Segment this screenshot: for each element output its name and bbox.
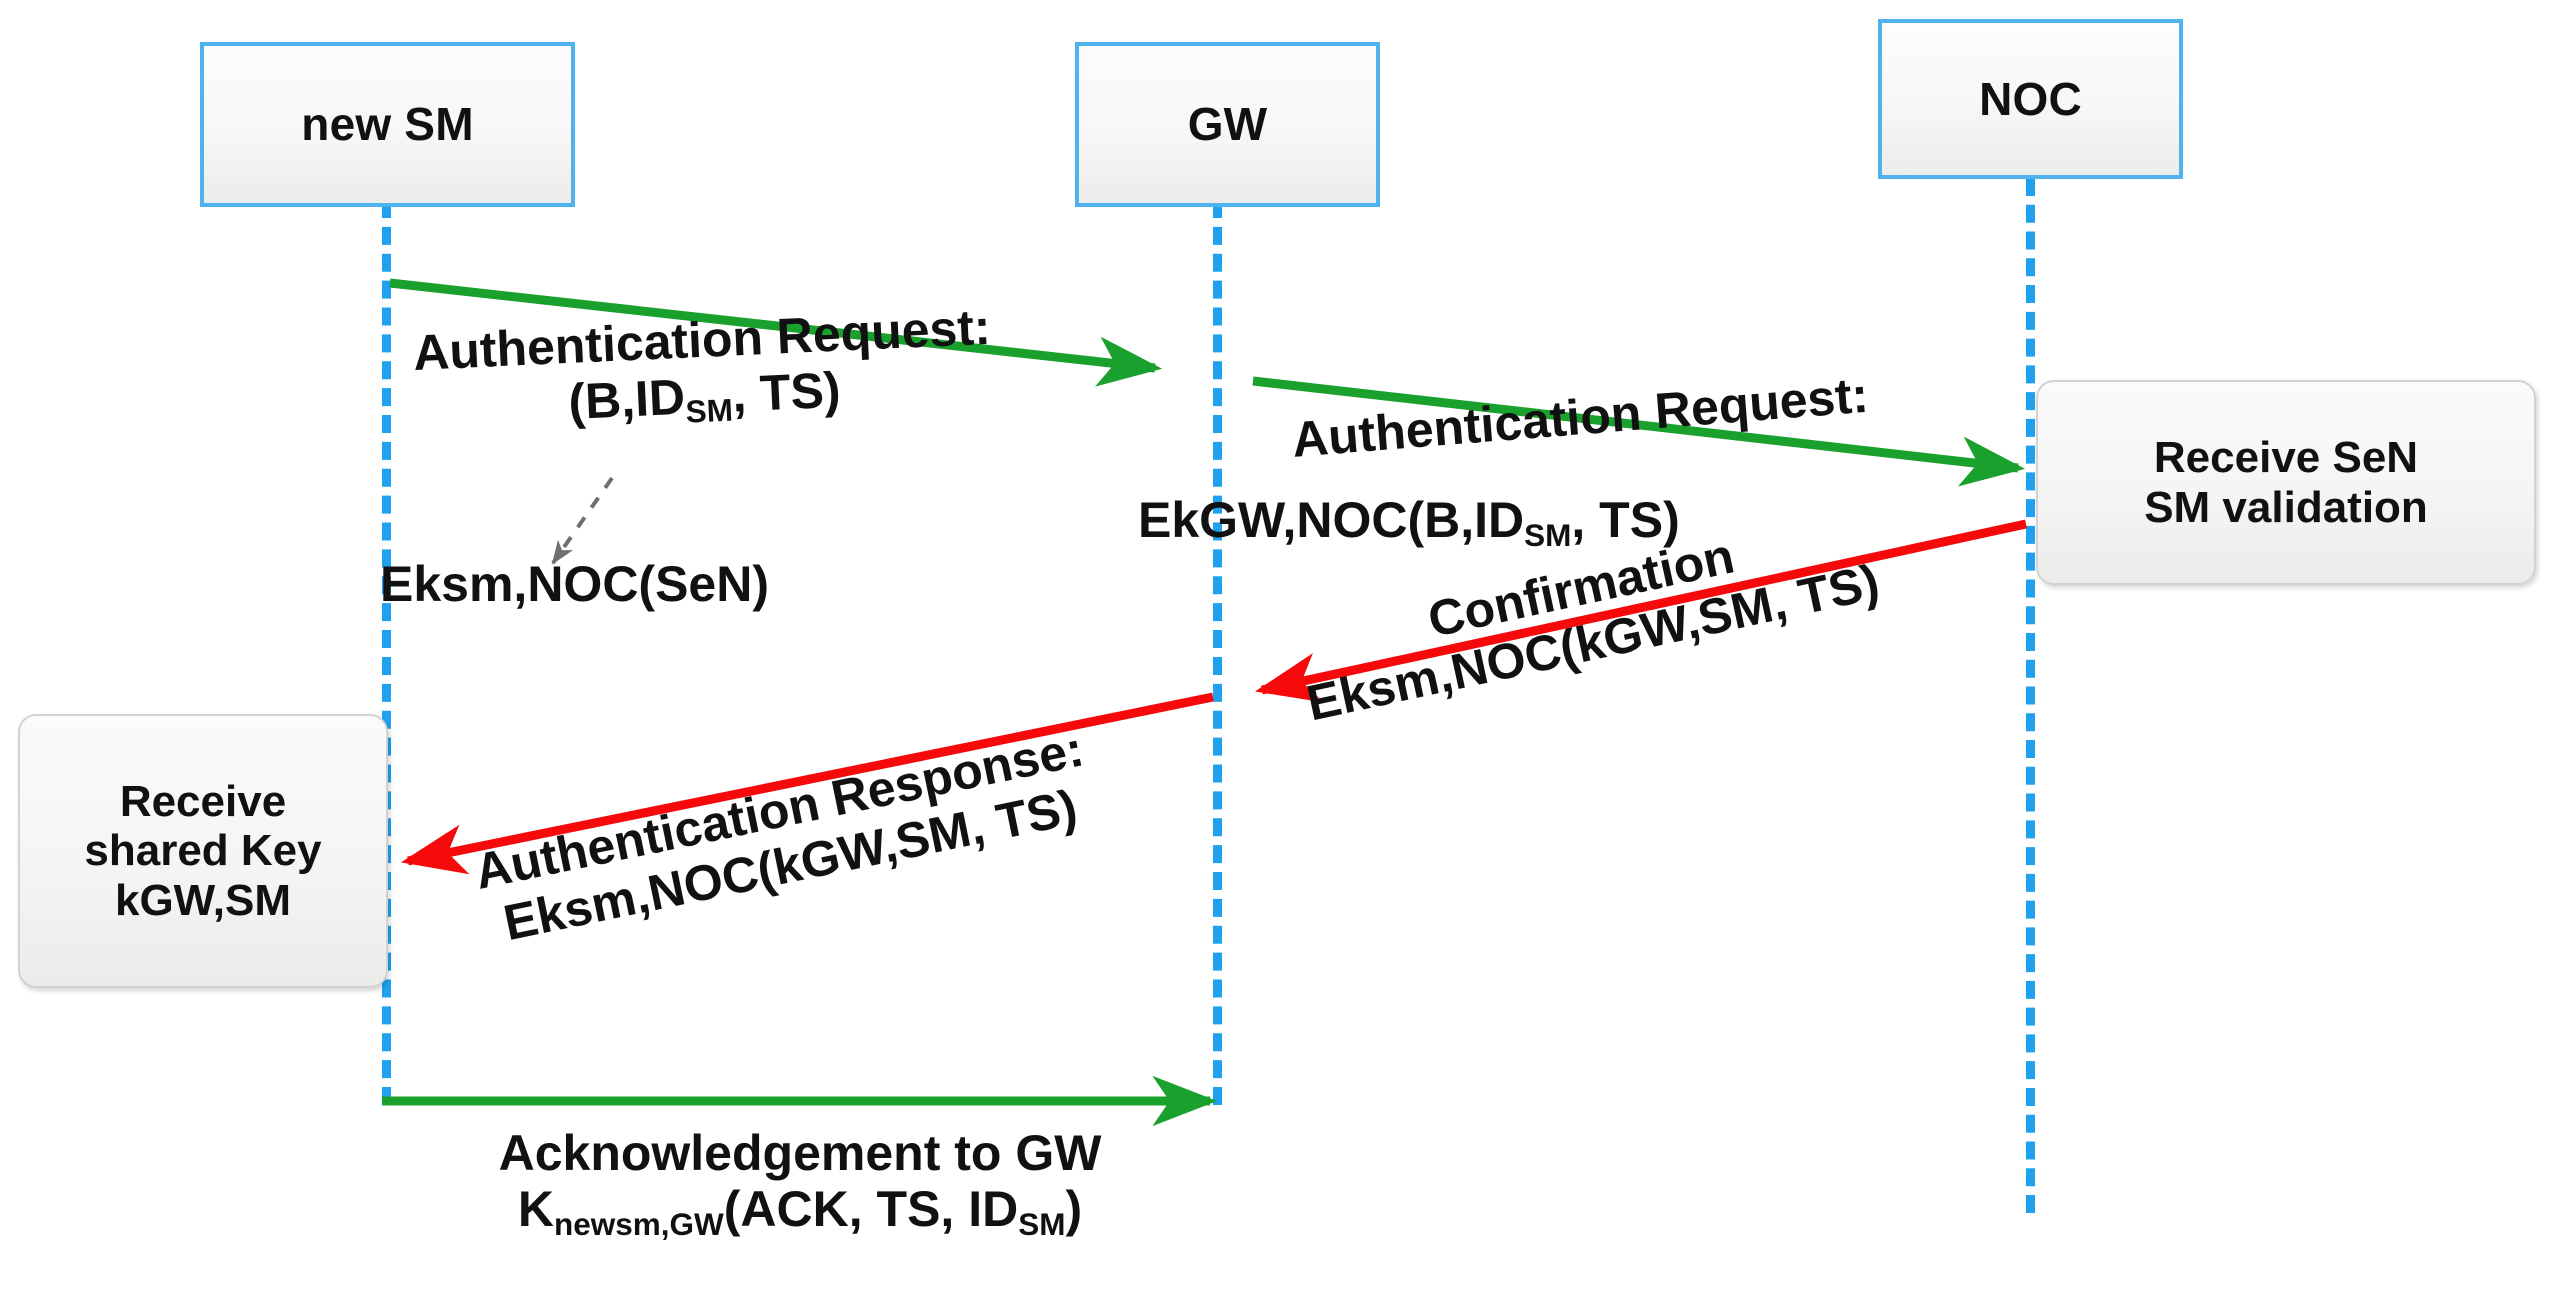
message-label-acknowledgement-sm-gw: Acknowledgement to GW Knewsm,GW(ACK, TS,… xyxy=(480,1125,1120,1243)
note-shared-key-line3: kGW,SM xyxy=(114,875,291,925)
actor-box-gw[interactable]: GW xyxy=(1075,42,1380,207)
actor-box-new-sm[interactable]: new SM xyxy=(200,42,575,207)
subscript-sm-3: SM xyxy=(1018,1206,1066,1243)
subscript-sm-2: SM xyxy=(1524,517,1572,554)
actor-label-noc: NOC xyxy=(1979,72,2082,125)
subscript-sm-1: SM xyxy=(684,391,734,431)
note-receive-shared-key[interactable]: Receive shared Key kGW,SM xyxy=(18,714,388,988)
actor-label-new-sm: new SM xyxy=(301,98,474,151)
note-receive-sen-line2: SM validation xyxy=(2144,482,2428,532)
actor-box-noc[interactable]: NOC xyxy=(1878,19,2183,179)
note-receive-sen-sm-validation[interactable]: Receive SeN SM validation xyxy=(2036,380,2536,585)
subscript-newsm-gw: newsm,GW xyxy=(553,1206,724,1243)
message-label-ekgw-noc-payload: EkGW,NOC(B,IDSM, TS) xyxy=(1138,492,1680,554)
message-label-auth-request-gw-noc: Authentication Request: xyxy=(1290,367,1870,468)
message-label-acknowledgement-line2: Knewsm,GW(ACK, TS, IDSM) xyxy=(517,1181,1083,1243)
note-shared-key-line2: shared Key xyxy=(84,826,322,876)
message-label-auth-request-sm-gw: Authentication Request: (B,IDSM, TS) xyxy=(412,299,994,437)
actor-label-gw: GW xyxy=(1187,98,1268,151)
note-receive-shared-key-text: Receive shared Key kGW,SM xyxy=(70,777,335,925)
note-shared-key-line1: Receive xyxy=(119,777,287,827)
message-label-auth-response-gw-sm: Authentication Response: Eksm,NOC(kGW,SM… xyxy=(470,720,1099,954)
lifeline-noc xyxy=(2026,178,2035,1213)
annotation-eksm-noc-sen: Eksm,NOC(SeN) xyxy=(380,556,769,612)
note-receive-sen-line1: Receive SeN xyxy=(2153,433,2419,483)
message-label-acknowledgement-line1: Acknowledgement to GW xyxy=(498,1125,1102,1181)
lifeline-gw xyxy=(1213,200,1222,1105)
note-receive-sen-text: Receive SeN SM validation xyxy=(2130,433,2442,532)
leader-line-sen-annotation xyxy=(551,476,614,565)
message-label-auth-request-gw-noc-line1: Authentication Request: xyxy=(1290,366,1871,468)
lifeline-new-sm xyxy=(382,200,391,1105)
